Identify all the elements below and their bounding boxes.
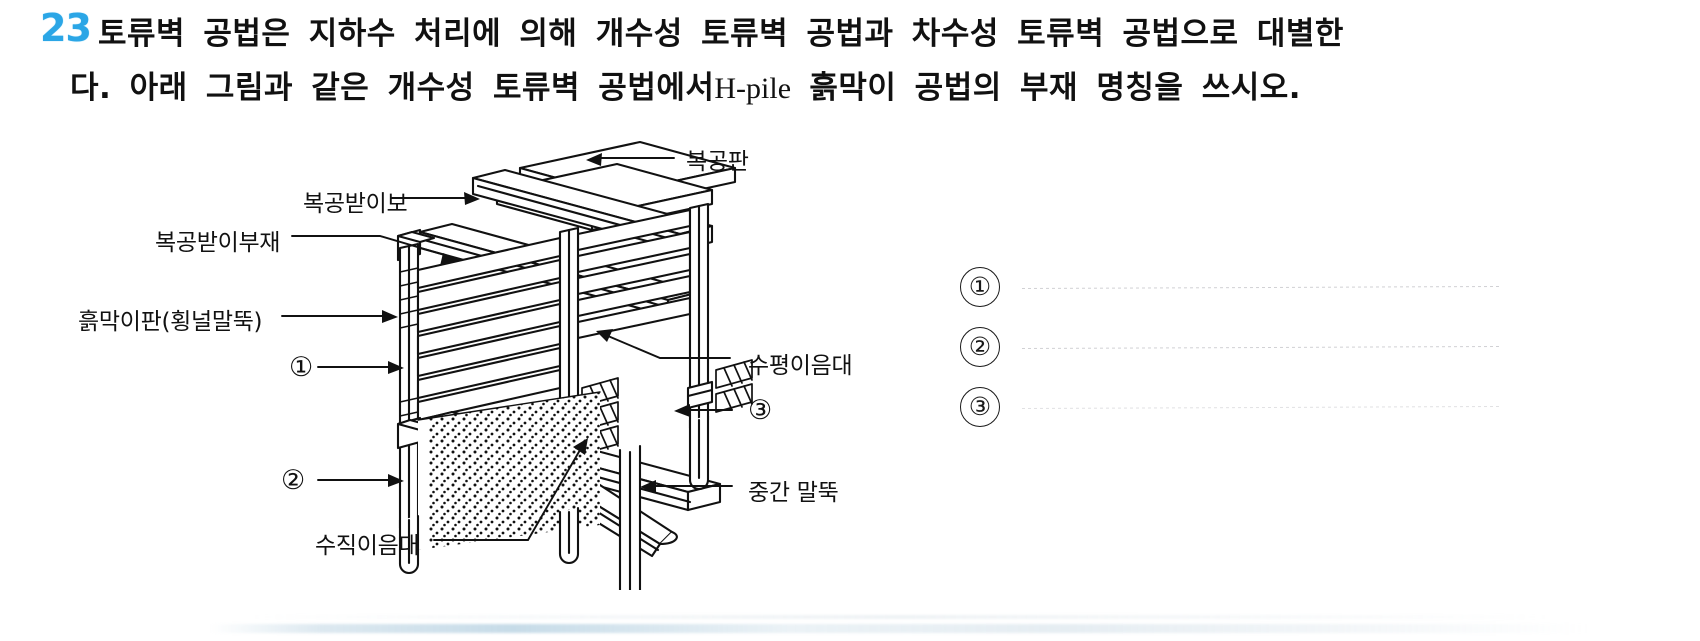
question-term-hpile: H-pile: [714, 72, 792, 105]
label-heulmagipan: 흙막이판(횡널말뚝): [78, 309, 263, 335]
answer-blank-2[interactable]: [1022, 345, 1500, 349]
answer-blank-1[interactable]: [1022, 285, 1500, 289]
question-line-1: 토류벽 공법은 지하수 처리에 의해 개수성 토류벽 공법과 차수성 토류벽 공…: [98, 16, 1344, 52]
label-sujik-ieumdae: 수직이음대: [315, 533, 420, 559]
figure-linework: [281, 140, 753, 590]
answer-blank-3[interactable]: [1022, 405, 1500, 409]
scan-artifact-streak: [210, 624, 1590, 633]
label-bokgong-batiibujae: 복공받이부재: [155, 230, 281, 256]
leader-lines: [281, 153, 733, 541]
answer-area: ① ② ③: [960, 255, 1580, 455]
answer-row-1[interactable]: ①: [960, 267, 1500, 307]
answer-number-3: ③: [960, 387, 1000, 427]
figure-callout-1: ①: [289, 352, 313, 382]
label-supyeong-ieumdae: 수평이음대: [748, 353, 853, 379]
answer-number-1: ①: [960, 267, 1000, 307]
figure-callout-2: ②: [281, 465, 305, 495]
question-line-2: 다. 아래 그림과 같은 개수성 토류벽 공법에서H-pile 흙막이 공법의 …: [70, 62, 1301, 107]
figure-hpile-retaining-wall: 복공판 복공받이보 복공받이부재 흙막이판(횡널말뚝) 수평이음대 중간 말뚝 …: [0, 120, 960, 590]
answer-row-2[interactable]: ②: [960, 327, 1500, 367]
figure-callout-3: ③: [748, 395, 772, 425]
question-line-2-pre: 다. 아래 그림과 같은 개수성 토류벽 공법에서: [70, 70, 715, 106]
answer-row-3[interactable]: ③: [960, 387, 1500, 427]
question-line-2-post: 흙막이 공법의 부재 명칭을 쓰시오.: [809, 70, 1302, 106]
question-number: 23: [40, 6, 92, 50]
label-jungan-malttuk: 중간 말뚝: [748, 480, 839, 506]
label-bokgong-batiibo: 복공받이보: [303, 191, 408, 217]
answer-number-2: ②: [960, 327, 1000, 367]
label-bokgongpan: 복공판: [686, 149, 749, 175]
scan-artifact-streak-2: [250, 615, 1550, 619]
